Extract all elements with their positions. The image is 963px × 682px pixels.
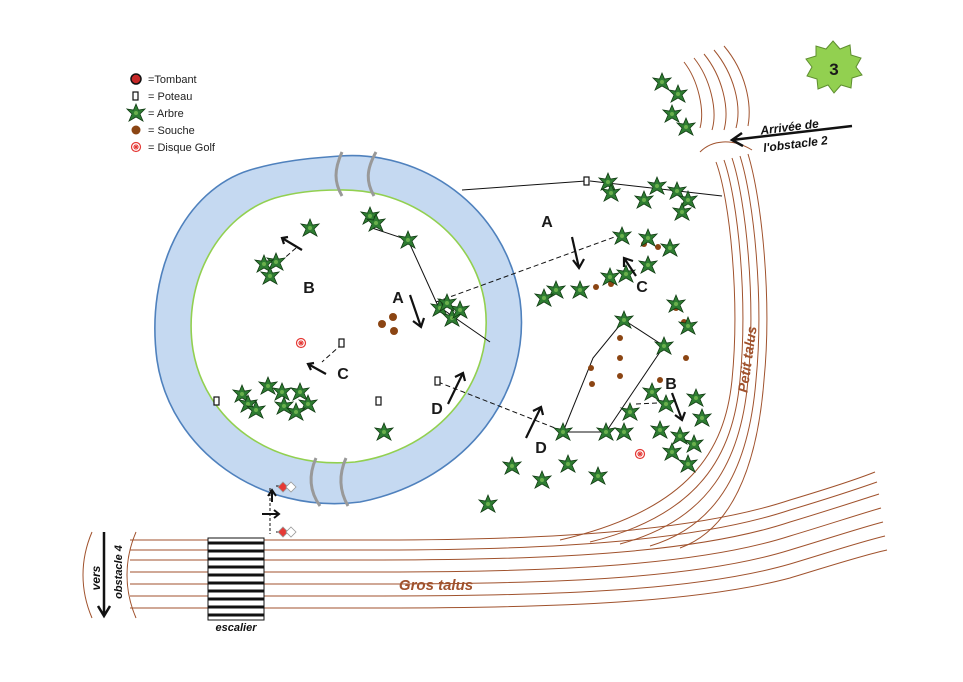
legend-tombant: =Tombant [148,74,197,86]
pond [154,151,523,507]
marker-b-island: B [303,280,315,297]
tombant-icon [130,73,142,85]
marker-c-island: C [337,366,349,383]
marker-c-east: C [636,279,648,296]
marker-a-island: A [392,290,404,307]
vers-label: vers [89,565,103,590]
island [190,189,487,464]
legend-poteau: = Poteau [148,91,192,103]
obstacle-number-badge: 3 [805,40,863,94]
direction-arrows [280,235,687,439]
souche-icon [131,125,141,135]
bridge-south-left [309,457,322,507]
disque-golf-east [634,448,646,460]
marker-a-east: A [541,214,553,231]
escalier-label: escalier [216,622,258,634]
marker-d-east: D [535,440,547,457]
station-markers: A A B B C C D D [303,214,677,457]
badge-number: 3 [829,60,838,79]
poteaux [213,176,590,406]
bridge-north-left [334,151,344,197]
petit-talus [559,45,768,549]
gros-talus-label: Gros talus [399,577,473,594]
legend-souche: = Souche [148,125,195,137]
gros-talus [82,471,888,619]
start-ladder [262,481,297,538]
marker-d-island: D [431,401,443,418]
bridge-south-right [339,457,350,507]
marker-b-east: B [665,376,677,393]
poteau-icon [132,91,139,101]
disque-golf-island [295,337,307,349]
bridge-north-right [366,151,378,197]
legend-arbre: = Arbre [148,108,184,120]
vers-obstacle-4-arrow [96,532,112,619]
obstacle-4-label: obstacle 4 [113,545,125,599]
legend-disque: = Disque Golf [148,142,216,154]
disque-golf-icon [130,141,142,153]
arrivee-arrow [729,124,853,148]
escalier: escalier [207,537,265,634]
arbre-icon [126,103,146,122]
legend: =Tombant = Poteau = Arbre = Souche = Dis… [126,73,216,154]
